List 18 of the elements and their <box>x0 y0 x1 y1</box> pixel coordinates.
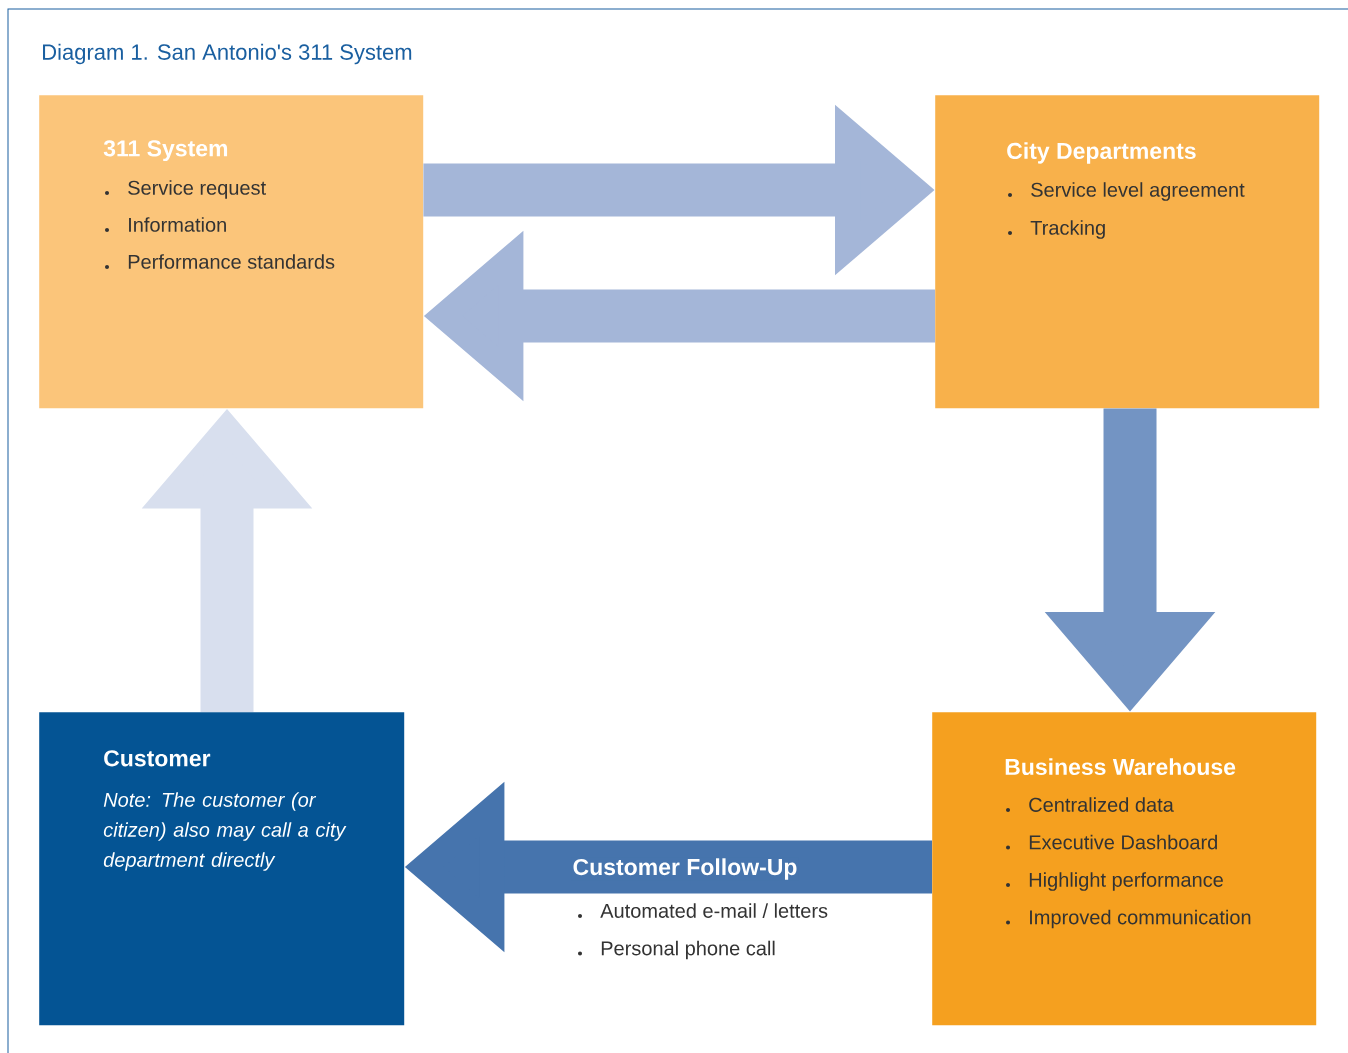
box-heading: City Departments <box>1007 142 1196 164</box>
bullet-item: Highlight performance <box>1029 872 1223 891</box>
bullet-item: Executive Dashboard <box>1029 834 1217 850</box>
bullet-item: Improved communication <box>1030 909 1251 929</box>
bullet-item: Tracking <box>1030 220 1105 239</box>
bullet-item: Service level agreement <box>1031 182 1245 201</box>
bullet-item: Automated e-mail / letters <box>600 903 828 918</box>
bullet-item: Information <box>129 217 226 232</box>
edge-label: Customer Follow-Up <box>571 857 799 881</box>
diagram-title: Diagram 1. San Antonio's 311 System <box>43 43 412 65</box>
bullet-item: Service request <box>128 180 266 199</box>
box-heading: Customer <box>104 750 211 767</box>
bullet-item: Personal phone call <box>601 940 775 960</box>
box-heading: Business Warehouse <box>1005 758 1236 776</box>
bullet-item: Performance standards <box>128 254 335 269</box>
bullet-item: Centralized data <box>1029 797 1174 812</box>
note-text: Note: The customer (or citizen) also may call a city department directly <box>103 792 347 871</box>
box-heading: 311 System <box>103 140 228 161</box>
